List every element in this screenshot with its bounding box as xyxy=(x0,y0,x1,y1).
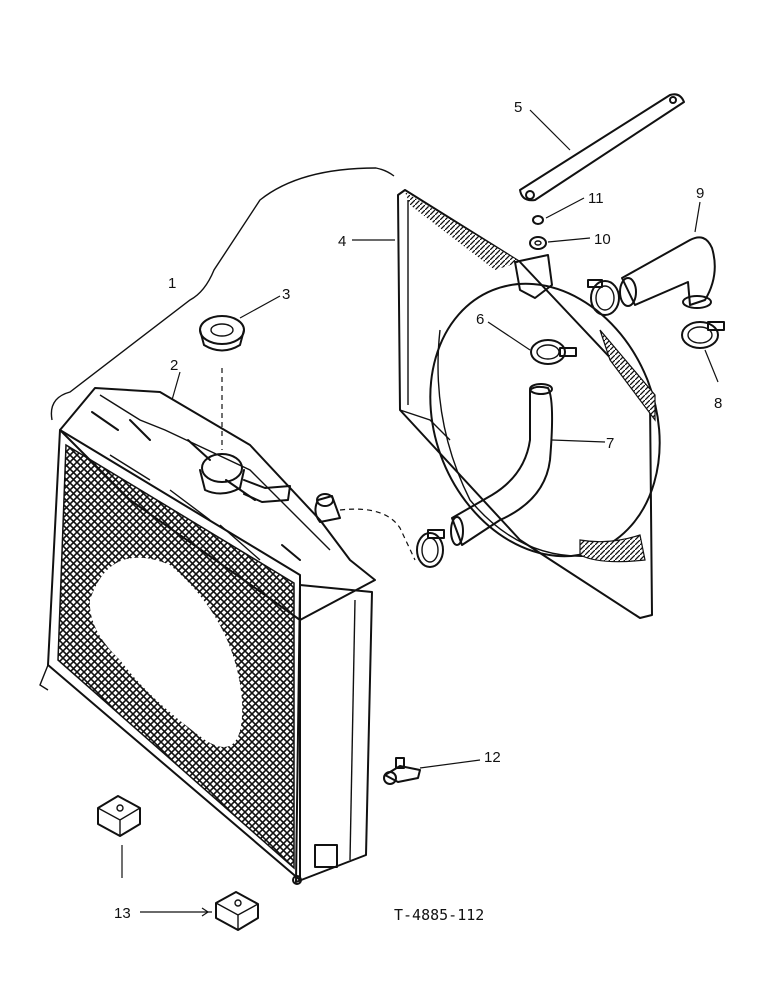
callout-13: 13 xyxy=(114,905,131,922)
leader-lines xyxy=(121,109,719,917)
callout-6: 6 xyxy=(476,311,484,328)
nut xyxy=(532,215,544,225)
hose-clamp-right xyxy=(681,321,725,349)
callout-3: 3 xyxy=(282,286,290,303)
callout-4: 4 xyxy=(338,233,346,250)
drain-bracket xyxy=(314,844,338,868)
radiator-cap xyxy=(199,315,245,352)
radiator xyxy=(39,387,376,885)
callout-10: 10 xyxy=(594,231,611,248)
callout-11: 11 xyxy=(588,190,604,207)
callout-2: 2 xyxy=(170,357,178,374)
shroud-ring xyxy=(429,282,661,558)
washer xyxy=(529,236,547,250)
figure-id: T-4885-112 xyxy=(394,906,484,924)
mounting-pad-upper xyxy=(97,795,141,837)
assembly-bracket xyxy=(50,167,395,421)
callout-8: 8 xyxy=(714,395,722,412)
upper-hose xyxy=(619,236,716,309)
callout-5: 5 xyxy=(514,99,522,116)
hose-clamp-lower xyxy=(416,529,445,568)
lower-hose xyxy=(450,383,554,546)
drain-cock xyxy=(383,757,421,785)
fan-shroud xyxy=(397,189,661,619)
hose-clamp-shroud xyxy=(530,339,577,365)
hose-routing-dashed xyxy=(339,508,416,561)
hose-clamp-upper xyxy=(587,279,620,316)
filler-neck xyxy=(201,453,243,483)
callout-12: 12 xyxy=(484,749,501,766)
shroud-mounting-tab xyxy=(514,254,553,299)
callout-1: 1 xyxy=(168,275,176,292)
brace-bar xyxy=(519,93,685,202)
tank-ridge xyxy=(99,394,331,551)
callout-7: 7 xyxy=(606,435,614,452)
mounting-pad-lower xyxy=(215,891,259,931)
callout-9: 9 xyxy=(696,185,704,202)
outlet-pipe xyxy=(314,495,341,523)
